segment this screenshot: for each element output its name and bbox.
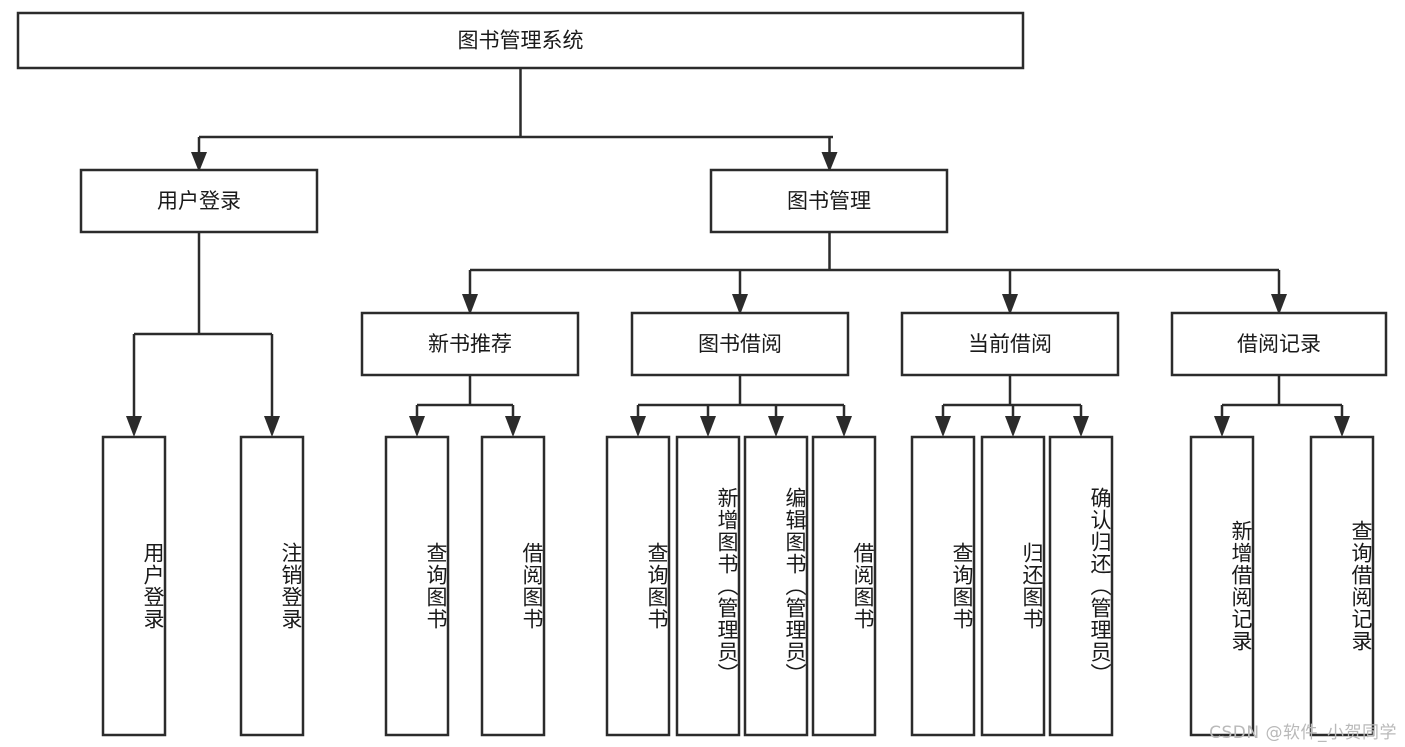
node-label-level2-1: 图书借阅: [698, 332, 782, 356]
connectors-borrow-record-to-leaves: [1214, 375, 1350, 437]
arrow-head-icon: [821, 152, 838, 172]
arrow-head-icon: [732, 294, 748, 315]
node-box-leaf-1[interactable]: [239, 435, 305, 737]
connectors-root-to-level1: [191, 68, 838, 172]
connectors-book-borrow-to-leaves: [630, 375, 852, 437]
node-box-leaf-2[interactable]: [384, 435, 450, 737]
node-box-leaf-7[interactable]: [811, 435, 877, 737]
arrow-head-icon: [505, 416, 521, 437]
node-box-leaf-3[interactable]: [480, 435, 546, 737]
arrow-head-icon: [1073, 416, 1089, 437]
node-box-leaf-11[interactable]: [1189, 435, 1255, 737]
arrow-head-icon: [768, 416, 784, 437]
arrow-head-icon: [935, 416, 951, 437]
node-box-leaf-10[interactable]: [1048, 435, 1114, 737]
node-box-level2-2[interactable]: [900, 311, 1120, 377]
arrow-head-icon: [409, 416, 425, 437]
arrow-head-icon: [264, 416, 280, 437]
node-boxes-layer: [16, 11, 1388, 737]
node-label-level1-0: 用户登录: [157, 189, 241, 213]
node-box-level2-0[interactable]: [360, 311, 580, 377]
arrow-head-icon: [462, 294, 478, 315]
arrow-head-icon: [630, 416, 646, 437]
node-box-level1-0[interactable]: [79, 168, 319, 234]
node-label-level2-3: 借阅记录: [1237, 332, 1321, 356]
arrow-head-icon: [1002, 294, 1018, 315]
node-box-leaf-12[interactable]: [1309, 435, 1375, 737]
arrow-head-icon: [1214, 416, 1230, 437]
arrow-head-icon: [836, 416, 852, 437]
node-box-level2-1[interactable]: [630, 311, 850, 377]
watermark-text: CSDN @软件_小贺同学: [1209, 723, 1397, 743]
node-box-level2-3[interactable]: [1170, 311, 1388, 377]
node-box-level1-1[interactable]: [709, 168, 949, 234]
node-label-level2-2: 当前借阅: [968, 332, 1052, 356]
connectors-user-login-to-leaves: [126, 232, 280, 437]
connectors-current-borrow-to-leaves: [935, 375, 1089, 437]
node-box-leaf-4[interactable]: [605, 435, 671, 737]
arrow-head-icon: [1271, 294, 1287, 315]
node-box-root[interactable]: [16, 11, 1025, 70]
connectors-new-book-to-leaves: [409, 375, 521, 437]
node-box-leaf-0[interactable]: [101, 435, 167, 737]
node-box-leaf-5[interactable]: [675, 435, 741, 737]
arrow-head-icon: [700, 416, 716, 437]
connectors-book-mgmt-to-level2: [462, 232, 1287, 315]
node-label-level1-1: 图书管理: [787, 189, 871, 213]
node-box-leaf-6[interactable]: [743, 435, 809, 737]
arrow-head-icon: [126, 416, 142, 437]
node-label-root: 图书管理系统: [458, 29, 584, 53]
arrow-head-icon: [191, 152, 207, 172]
node-box-leaf-8[interactable]: [910, 435, 976, 737]
node-box-leaf-9[interactable]: [980, 435, 1046, 737]
arrow-head-icon: [1334, 416, 1350, 437]
node-label-level2-0: 新书推荐: [428, 332, 512, 356]
arrow-head-icon: [1005, 416, 1021, 437]
